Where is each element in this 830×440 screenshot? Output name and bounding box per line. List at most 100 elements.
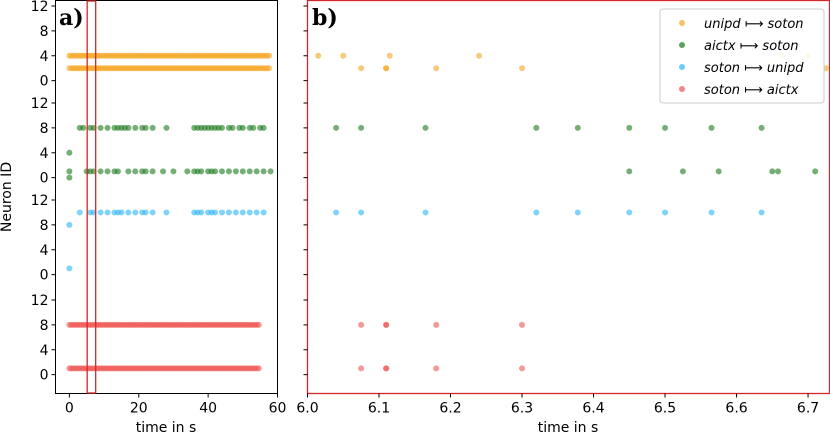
spike-point	[708, 209, 715, 216]
spike-point	[250, 124, 257, 131]
spike-point	[383, 321, 390, 328]
spike-point	[66, 221, 73, 228]
spike-point	[104, 168, 111, 175]
spike-point	[229, 124, 236, 131]
spike-point	[80, 124, 87, 131]
y-tick-label: 8	[40, 24, 49, 40]
y-tick-label: 12	[31, 193, 49, 209]
spike-point	[758, 209, 765, 216]
spike-point	[104, 209, 111, 216]
spike-point	[266, 52, 273, 59]
spike-point	[519, 365, 526, 372]
y-tick-label: 8	[40, 318, 49, 334]
legend-label: unipd ⟼ soton	[704, 17, 804, 32]
spike-point	[66, 149, 73, 156]
spike-point	[626, 209, 633, 216]
spike-point	[232, 209, 239, 216]
spike-point	[333, 209, 340, 216]
legend-marker	[679, 42, 685, 48]
spike-point	[574, 124, 581, 131]
spike-point	[358, 365, 365, 372]
spike-point	[118, 209, 125, 216]
panel-b-x-axis-label: time in s	[538, 420, 599, 436]
spike-point	[142, 168, 149, 175]
x-tick-label: 6.4	[582, 401, 604, 417]
y-tick-label: 8	[40, 218, 49, 234]
x-tick-label: 6.7	[797, 401, 819, 417]
spike-point	[239, 168, 246, 175]
spike-point	[533, 209, 540, 216]
x-tick-label: 6.5	[654, 401, 676, 417]
panel-a-x-axis-label: time in s	[136, 420, 197, 436]
spike-point	[253, 168, 260, 175]
legend: unipd ⟼ soton aictx ⟼ soton soton ⟼ unipd s…	[659, 8, 825, 104]
spike-point	[519, 321, 526, 328]
x-tick-label: 40	[199, 401, 217, 417]
x-tick-label: 20	[130, 401, 148, 417]
spike-point	[260, 209, 267, 216]
spike-point	[239, 209, 246, 216]
spike-point	[476, 52, 483, 59]
spike-point	[97, 209, 104, 216]
spike-point	[267, 168, 274, 175]
panel-a-frame	[55, 0, 278, 394]
y-tick-label: 12	[31, 0, 49, 15]
spike-point	[266, 65, 273, 72]
spike-point	[708, 124, 715, 131]
spike-point	[219, 168, 225, 175]
x-tick-label: 60	[269, 401, 287, 417]
panel-b-label: b)	[312, 5, 338, 31]
legend-box	[659, 8, 825, 104]
spike-point	[198, 209, 205, 216]
spike-point	[170, 168, 177, 175]
x-tick-label: 6.6	[725, 401, 747, 417]
spike-point	[422, 209, 429, 216]
spike-point	[163, 209, 170, 216]
y-tick-label: 0	[40, 171, 49, 187]
spike-point	[626, 124, 633, 131]
legend-label: soton ⟼ unipd	[704, 61, 804, 76]
spike-point	[246, 168, 253, 175]
spike-point	[255, 321, 262, 328]
spike-point	[715, 168, 722, 175]
spike-point	[260, 168, 267, 175]
spike-point	[358, 321, 365, 328]
y-tick-label: 4	[40, 49, 49, 65]
spike-point	[142, 124, 149, 131]
spike-point	[160, 168, 167, 175]
spike-point	[132, 168, 139, 175]
spike-point	[66, 174, 73, 181]
x-tick-label: 6.2	[439, 401, 461, 417]
spike-point	[386, 52, 393, 59]
panel-b-marks	[315, 52, 829, 372]
legend-label: aictx ⟼ soton	[704, 39, 798, 54]
spike-point	[132, 209, 139, 216]
spike-point	[163, 124, 170, 131]
spike-point	[662, 124, 669, 131]
spike-point	[114, 168, 121, 175]
y-tick-label: 0	[40, 368, 49, 384]
spike-point	[149, 124, 156, 131]
spike-point	[132, 124, 139, 131]
y-tick-label: 12	[31, 96, 49, 112]
y-tick-label: 12	[31, 293, 49, 309]
spike-point	[66, 168, 73, 175]
spike-point	[333, 124, 340, 131]
legend-label: soton ⟼ aictx	[704, 83, 799, 98]
spike-point	[260, 124, 267, 131]
spike-point	[315, 52, 322, 59]
spike-point	[769, 168, 776, 175]
y-tick-label: 4	[40, 146, 49, 162]
y-axis-label: Neuron ID	[0, 162, 15, 232]
spike-point	[219, 124, 225, 131]
spike-point	[225, 168, 232, 175]
spike-point	[679, 168, 686, 175]
spike-point	[212, 209, 219, 216]
spike-point	[358, 124, 365, 131]
y-tick-label: 0	[40, 74, 49, 90]
y-tick-label: 4	[40, 243, 49, 259]
spike-point	[198, 168, 205, 175]
spike-point	[433, 321, 440, 328]
